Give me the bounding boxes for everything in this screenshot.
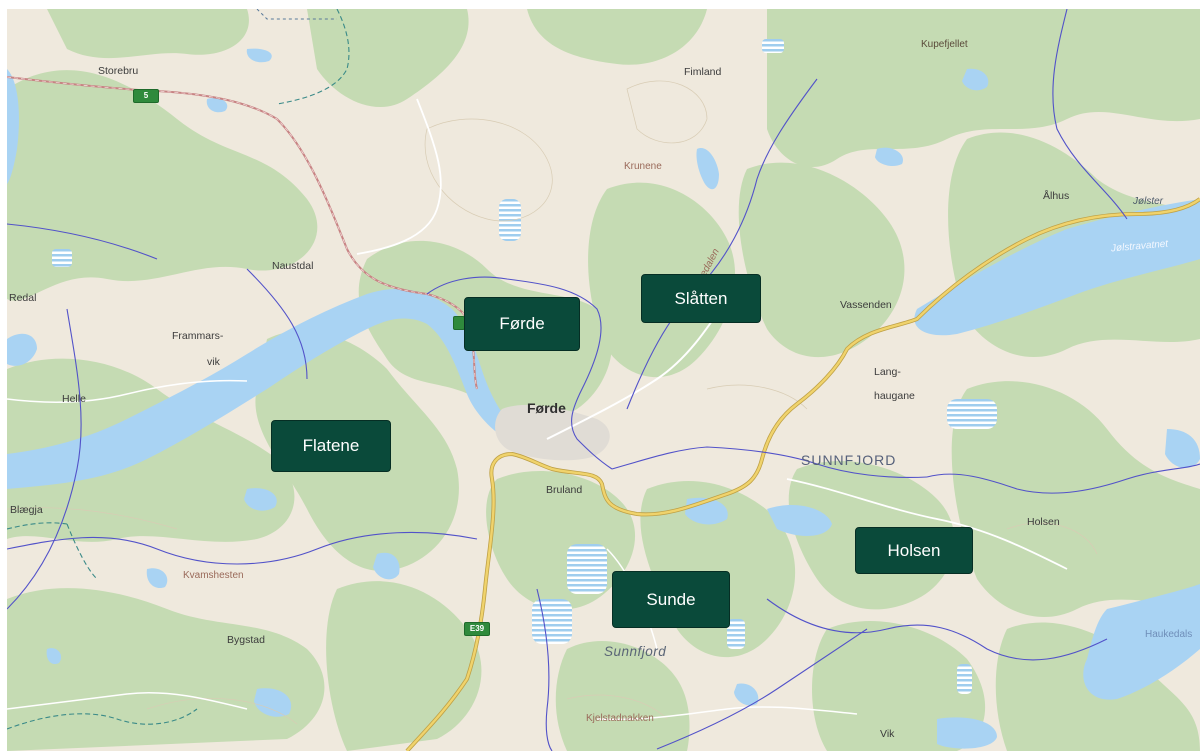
label-vassenden: Vassenden — [840, 299, 892, 311]
dashed-path — [256, 9, 337, 20]
county-boundary — [7, 9, 350, 730]
label-naustdal: Naustdal — [272, 260, 314, 272]
contour-lines — [7, 80, 1098, 725]
label-redal: Redal — [9, 292, 37, 304]
label-frammars: Frammars- — [172, 330, 224, 342]
label-blaegja: Blægja — [10, 504, 43, 516]
label-forde-town: Førde — [527, 400, 566, 416]
marsh-areas — [52, 39, 997, 694]
forest-areas — [7, 9, 1200, 751]
label-bruland: Bruland — [546, 484, 583, 496]
label-kupefjellet: Kupefjellet — [921, 39, 968, 50]
boundaries — [7, 9, 1200, 751]
marker-holsen[interactable]: Holsen — [855, 527, 973, 574]
label-kvamshesten: Kvamshesten — [183, 570, 244, 581]
label-haukedals: Haukedals — [1145, 629, 1193, 640]
label-vik-south: Vik — [880, 728, 895, 740]
marker-slatten[interactable]: Slåtten — [641, 274, 761, 323]
route-5-shield: 5 — [133, 89, 159, 103]
label-kjelstadnakken: Kjelstadnakken — [586, 713, 654, 724]
route-e39-shield: E39 — [464, 622, 490, 636]
label-sunnfjord-italic: Sunnfjord — [604, 644, 667, 659]
marker-flatene[interactable]: Flatene — [271, 420, 391, 472]
marker-forde[interactable]: Førde — [464, 297, 580, 351]
label-krunene: Krunene — [624, 161, 662, 172]
label-lang: Lang- — [874, 366, 901, 378]
forde-urban-area — [495, 404, 610, 461]
label-jolster: Jølster — [1133, 196, 1163, 207]
label-bygstad: Bygstad — [227, 634, 265, 646]
label-fimland: Fimland — [684, 66, 722, 78]
label-vik: vik — [207, 356, 220, 368]
map-graphics — [7, 9, 1200, 751]
label-helle: Helle — [62, 393, 86, 405]
label-alhus: Ålhus — [1043, 190, 1070, 202]
label-haugane: haugane — [874, 390, 915, 402]
label-storebru: Storebru — [98, 65, 139, 77]
water-bodies — [7, 48, 1200, 749]
label-sunnfjord-region: SUNNFJORD — [801, 452, 897, 468]
marker-sunde[interactable]: Sunde — [612, 571, 730, 628]
label-holsen-town: Holsen — [1027, 516, 1060, 528]
map-canvas[interactable]: 5 E39 Storebru Fimland Kupefjellet Krune… — [7, 9, 1200, 751]
